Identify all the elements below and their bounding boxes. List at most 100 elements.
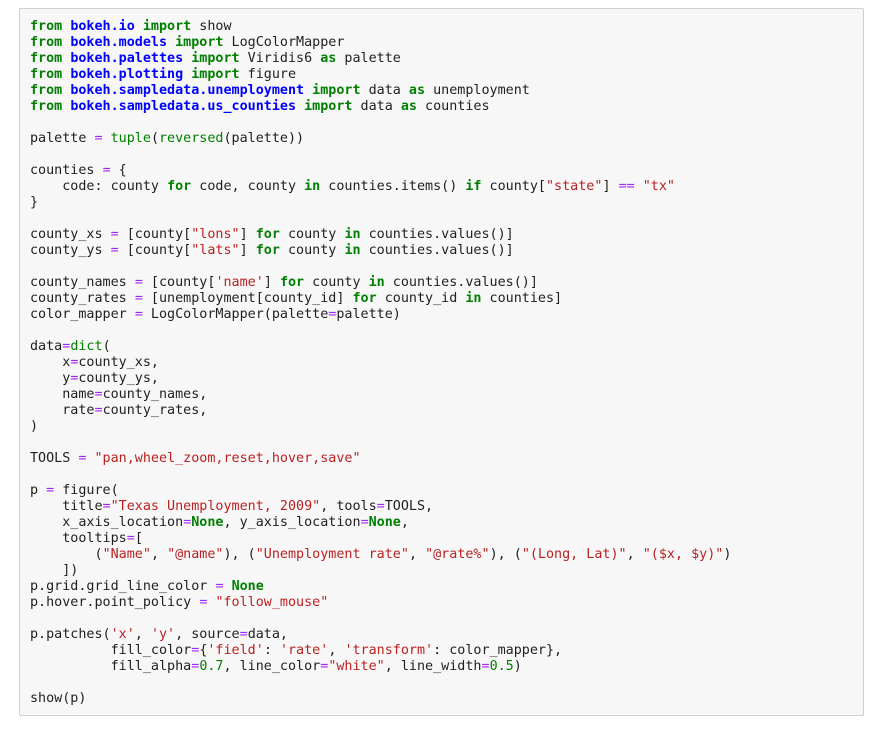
- code-token-code-text: data: [30, 339, 63, 354]
- code-token-code-text: TOOLS,: [384, 499, 434, 514]
- code-token-keyword: for: [255, 227, 280, 242]
- code-line: county_rates = [unemployment[county_id] …: [30, 291, 731, 307]
- code-token-code-text: counties: [30, 163, 103, 178]
- code-token-code-text: code, county: [191, 179, 305, 194]
- code-line: county_ys = [county["lats"] for county i…: [30, 243, 731, 259]
- code-token-code-text: counties.values()]: [360, 243, 514, 258]
- code-token-code-text: : color_mapper},: [433, 643, 563, 658]
- code-token-code-text: ), (: [489, 547, 522, 562]
- code-token-keyword: from: [30, 51, 63, 66]
- code-line: [30, 115, 731, 131]
- code-token-keyword: import: [191, 51, 240, 66]
- code-token-code-text: county_names: [30, 275, 135, 290]
- code-token-string-literal: "@rate%": [425, 547, 490, 562]
- code-token-keyword: import: [191, 67, 240, 82]
- code-token-string-literal: "(Long, Lat)": [521, 547, 627, 562]
- code-token-code-text: tooltips: [30, 531, 127, 546]
- code-token-code-text: [135, 19, 143, 34]
- code-token-code-text: {: [199, 643, 208, 658]
- code-token-code-text: title: [30, 499, 103, 514]
- code-token-code-text: county: [279, 243, 345, 258]
- code-token-code-text: ]: [239, 243, 256, 258]
- code-token-code-text: data: [352, 99, 401, 114]
- code-line: from bokeh.plotting import figure: [30, 67, 731, 83]
- code-token-operator: =: [110, 243, 119, 258]
- code-token-code-text: {: [110, 163, 127, 178]
- code-token-code-text: p.hover.point_policy: [30, 595, 200, 610]
- code-token-keyword: from: [30, 35, 63, 50]
- code-line: p.patches('x', 'y', source=data,: [30, 627, 731, 643]
- code-token-keyword: from: [30, 19, 63, 34]
- code-line: p = figure(: [30, 483, 731, 499]
- code-token-code-text: data: [360, 83, 409, 98]
- code-line: [30, 211, 731, 227]
- code-line: [30, 323, 731, 339]
- code-token-code-text: palette: [336, 51, 401, 66]
- code-token-string-literal: "Name": [102, 547, 151, 562]
- code-token-operator: =: [481, 659, 490, 674]
- code-token-code-text: ,: [150, 547, 168, 562]
- code-token-code-text: (: [30, 547, 103, 562]
- code-token-code-text: (palette)): [223, 131, 305, 146]
- code-token-operator: =: [126, 531, 135, 546]
- code-line: data=dict(: [30, 339, 731, 355]
- code-token-code-text: show(p): [30, 691, 87, 706]
- code-line: code: county for code, county in countie…: [30, 179, 731, 195]
- code-token-code-text: code: county: [30, 179, 168, 194]
- code-token-code-text: county_xs: [30, 227, 111, 242]
- code-token-code-text: TOOLS: [30, 451, 79, 466]
- code-line: p.grid.grid_line_color = None: [30, 579, 731, 595]
- code-token-code-text: }: [30, 195, 39, 210]
- code-token-string-literal: 'field': [207, 643, 264, 658]
- code-token-code-text: ): [723, 547, 732, 562]
- code-token-keyword: import: [312, 83, 361, 98]
- code-token-code-text: ): [513, 659, 522, 674]
- code-token-code-text: [: [134, 531, 143, 546]
- code-token-code-text: county_id: [376, 291, 466, 306]
- code-line: fill_alpha=0.7, line_color="white", line…: [30, 659, 731, 675]
- code-line: [30, 259, 731, 275]
- code-token-operator: =: [191, 659, 200, 674]
- code-token-operator: =: [46, 483, 55, 498]
- code-token-code-text: [103, 131, 111, 146]
- code-token-keyword: for: [279, 275, 305, 290]
- code-token-code-text: palette): [336, 307, 401, 322]
- code-token-code-text: counties.values()]: [360, 227, 514, 242]
- code-token-number-literal: 0.5: [489, 659, 514, 674]
- code-line: y=county_ys,: [30, 371, 731, 387]
- code-token-keyword: None: [368, 515, 401, 530]
- code-token-code-text: county[: [481, 179, 546, 194]
- code-token-string-literal: "state": [546, 179, 603, 194]
- code-token-code-text: figure(: [54, 483, 119, 498]
- code-token-module-name: bokeh.sampledata.us_counties: [70, 99, 297, 114]
- code-token-code-text: [86, 451, 94, 466]
- code-token-code-text: unemployment: [425, 83, 530, 98]
- code-token-code-text: county: [279, 227, 345, 242]
- code-token-operator: =: [328, 307, 337, 322]
- code-token-keyword: from: [30, 67, 63, 82]
- code-token-code-text: x: [30, 355, 71, 370]
- code-token-keyword: import: [142, 19, 192, 34]
- code-token-code-text: (: [150, 131, 159, 146]
- code-token-string-literal: 'y': [150, 627, 176, 642]
- code-token-code-text: ,: [408, 547, 426, 562]
- code-token-string-literal: 'transform': [344, 643, 434, 658]
- code-token-builtin: reversed: [159, 131, 224, 146]
- code-token-code-text: counties: [416, 99, 490, 114]
- code-token-keyword: in: [465, 291, 482, 306]
- code-token-code-text: county_rates,: [102, 403, 208, 418]
- code-token-code-text: :: [263, 643, 280, 658]
- code-token-code-text: p.grid.grid_line_color: [30, 579, 216, 594]
- code-line: color_mapper = LogColorMapper(palette=pa…: [30, 307, 731, 323]
- code-token-code-text: ,: [134, 627, 151, 642]
- code-line: county_names = [county['name'] for count…: [30, 275, 731, 291]
- code-token-code-text: [county[: [118, 227, 192, 242]
- code-token-code-text: ,: [400, 515, 409, 530]
- code-line: palette = tuple(reversed(palette)): [30, 131, 731, 147]
- code-token-string-literal: "Unemployment rate": [255, 547, 409, 562]
- code-token-operator: =: [360, 515, 369, 530]
- code-token-code-text: [167, 35, 175, 50]
- code-token-code-text: fill_alpha: [30, 659, 192, 674]
